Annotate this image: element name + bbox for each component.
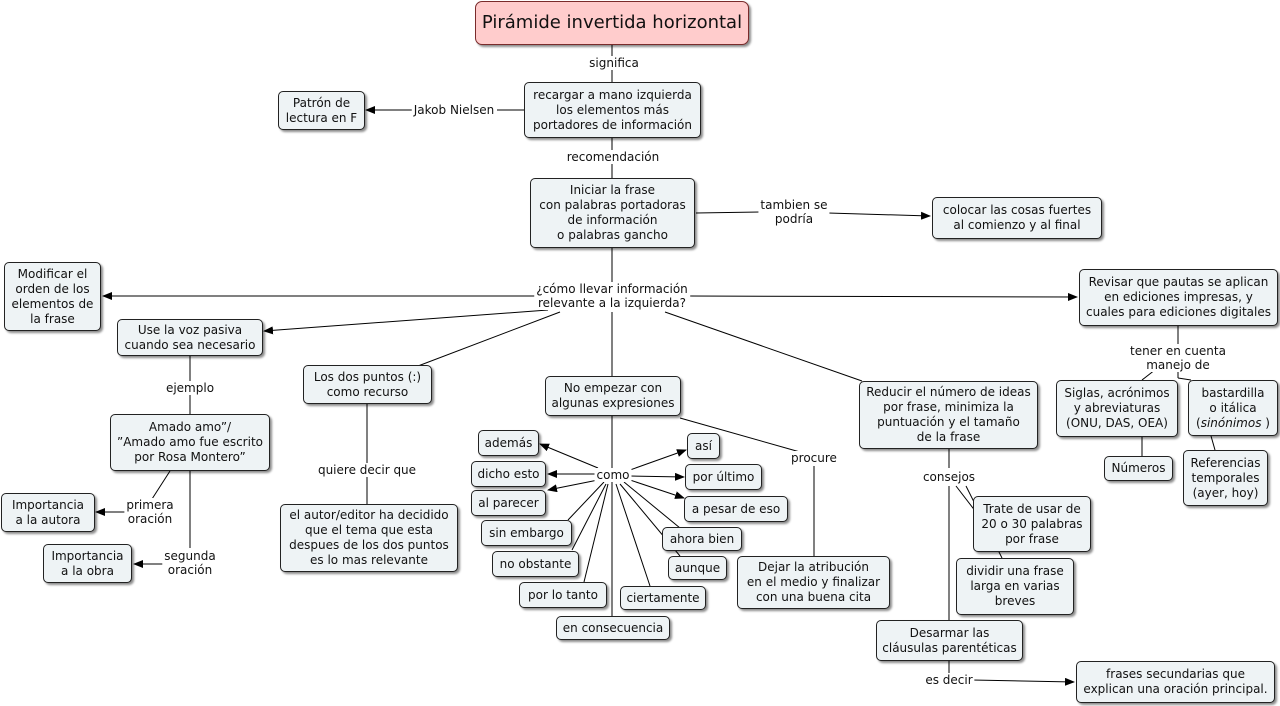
concept-trate-palabras[interactable]: Trate de usar de 20 o 30 palabras por fr… [973, 496, 1091, 552]
concept-desarmar-clausulas[interactable]: Desarmar las cláusulas parentéticas [876, 620, 1023, 661]
concept-ahora-bien[interactable]: ahora bien [662, 527, 742, 551]
link-tambien-se-podria: tambien se podría [758, 198, 830, 226]
concept-dividir-frase[interactable]: dividir una frase larga en varias breves [956, 558, 1074, 615]
link-primera-oracion: primera oración [124, 498, 176, 526]
link-jakob-nielsen: Jakob Nielsen [411, 103, 497, 117]
concept-ademas[interactable]: además [478, 430, 539, 456]
concept-a-pesar-de-eso[interactable]: a pesar de eso [684, 496, 788, 522]
concept-voz-pasiva[interactable]: Use la voz pasiva cuando sea necesario [117, 319, 263, 356]
link-procure: procure [789, 451, 839, 465]
concept-amado-amo[interactable]: Amado amo”/ ”Amado amo fue escrito por R… [110, 414, 270, 471]
concept-dos-puntos[interactable]: Los dos puntos (:) como recurso [303, 365, 432, 404]
concept-al-parecer[interactable]: al parecer [471, 490, 546, 516]
link-como: como [594, 468, 632, 482]
link-ejemplo: ejemplo [163, 381, 217, 395]
link-significa: significa [587, 56, 641, 70]
link-segunda-oracion: segunda oración [162, 549, 218, 577]
concept-autor-editor[interactable]: el autor/editor ha decidido que el tema … [280, 504, 458, 572]
concept-revisar-pautas[interactable]: Revisar que pautas se aplican en edicion… [1079, 269, 1278, 326]
concept-referencias[interactable]: Referencias temporales (ayer, hoy) [1183, 450, 1268, 506]
title-concept[interactable]: Pirámide invertida horizontal [475, 1, 749, 45]
concept-recargar[interactable]: recargar a mano izquierda los elementos … [524, 82, 701, 138]
concept-ciertamente[interactable]: ciertamente [620, 586, 706, 610]
concept-siglas[interactable]: Siglas, acrónimos y abreviaturas (ONU, D… [1056, 380, 1178, 437]
concept-importancia-autora[interactable]: Importancia a la autora [1, 493, 95, 532]
concept-por-ultimo[interactable]: por último [685, 464, 762, 490]
concept-frases-secundarias[interactable]: frases secundarias que explican una orac… [1076, 661, 1275, 703]
concept-aunque[interactable]: aunque [668, 556, 727, 580]
concept-en-consecuencia[interactable]: en consecuencia [556, 616, 670, 640]
concept-asi[interactable]: así [687, 433, 720, 459]
concept-iniciar-frase[interactable]: Iniciar la frase con palabras portadoras… [530, 178, 695, 248]
concept-bastardilla[interactable]: bastardilla o itálica (sinónimos ) [1188, 380, 1278, 436]
concept-dicho-esto[interactable]: dicho esto [471, 461, 546, 487]
link-quiere-decir: quiere decir que [315, 463, 419, 477]
link-es-decir: es decir [923, 673, 975, 687]
bastardilla-text: bastardilla o itálica (sinónimos ) [1196, 385, 1270, 430]
concept-no-empezar[interactable]: No empezar con algunas expresiones [545, 376, 681, 416]
concept-importancia-obra[interactable]: Importancia a la obra [43, 544, 132, 583]
concept-patron-lectura[interactable]: Patrón de lectura en F [278, 91, 365, 130]
link-tener-en-cuenta: tener en cuenta manejo de [1127, 344, 1229, 372]
concept-por-lo-tanto[interactable]: por lo tanto [519, 582, 607, 608]
link-recomendacion: recomendación [564, 150, 662, 164]
concept-no-obstante[interactable]: no obstante [492, 551, 579, 577]
concept-reducir-ideas[interactable]: Reducir el número de ideas por frase, mi… [859, 381, 1038, 449]
concept-dejar-atribucion[interactable]: Dejar la atribución en el medio y finali… [737, 556, 890, 609]
link-como-llevar: ¿cómo llevar información relevante a la … [534, 282, 690, 310]
concept-modificar-orden[interactable]: Modificar el orden de los elementos de l… [4, 262, 101, 331]
concept-sin-embargo[interactable]: sin embargo [481, 520, 572, 546]
link-consejos: consejos [920, 470, 978, 484]
concept-colocar-cosas[interactable]: colocar las cosas fuertes al comienzo y … [932, 197, 1102, 239]
concept-numeros[interactable]: Números [1104, 456, 1173, 481]
